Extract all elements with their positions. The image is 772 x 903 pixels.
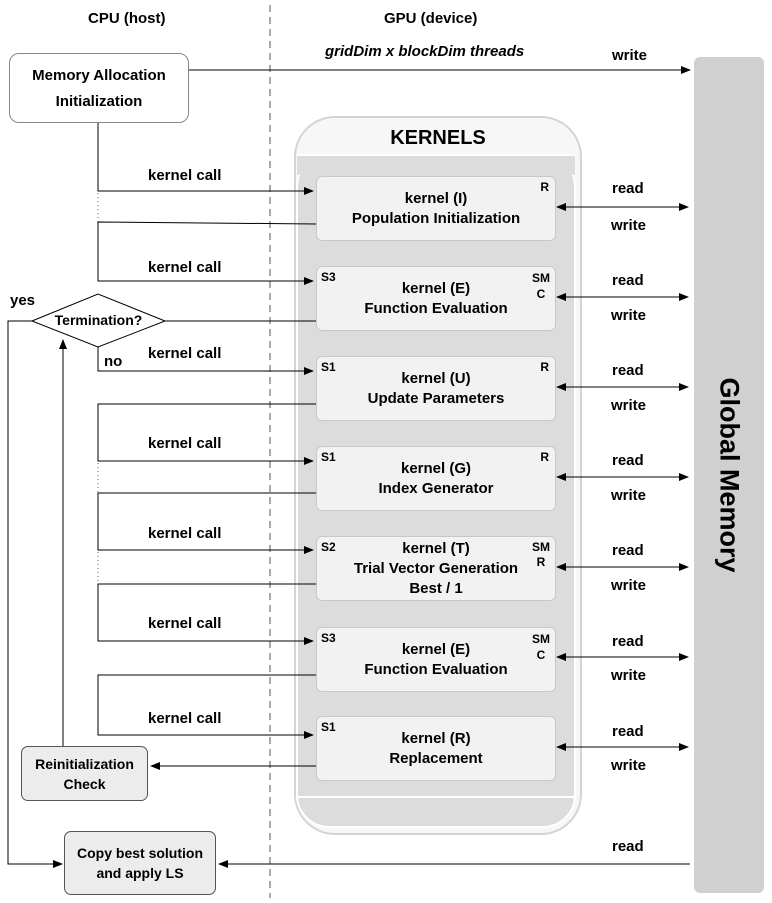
kernel-desc: Trial Vector Generation [353,559,519,577]
termination-label: Termination? [54,312,143,328]
gpu-device-header: GPU (device) [384,10,478,27]
kernel-call-label: kernel call [148,259,222,276]
kernel-right-tag: R [540,360,549,374]
kernel-name: kernel (E) [401,279,471,297]
call-line-5 [97,492,316,554]
reinitialization-label: Reinitialization [35,755,134,772]
kernel-name: kernel (E) [401,640,471,658]
kernel-desc: Update Parameters [367,389,505,407]
kernel-left-tag: S3 [321,270,336,284]
initialization-label: Initialization [55,92,143,110]
write-label: write [611,757,647,774]
write-label: write [611,667,647,684]
read-label: read [612,723,644,740]
write-label: write [611,487,647,504]
copy-best-label: Copy best solution [77,845,203,861]
yes-label: yes [10,292,36,309]
memory-allocation-box: Memory Allocation Initialization [9,53,189,123]
kernel-desc: Function Evaluation [364,299,508,317]
copy-best-solution-box: Copy best solution and apply LS [64,831,216,895]
kernel-call-label: kernel call [148,525,222,542]
kernel-box-update-parameters: kernel (U) Update Parameters S1 R [316,356,556,421]
write-label-alloc: write [612,47,648,64]
kernel-call-label: kernel call [148,710,222,727]
yes-path [7,320,63,868]
call-line-2 [97,221,317,285]
kernel-desc: Population Initialization [351,209,521,227]
kernel-left-tag: S2 [321,540,336,554]
kernel-name: kernel (I) [404,189,468,207]
global-memory-bar [694,57,764,893]
termination-diamond [30,293,167,348]
kernel-box-replacement: kernel (R) Replacement S1 [316,716,556,781]
kernel-name: kernel (R) [401,729,471,747]
read-label: read [612,362,644,379]
kernel-call-label: kernel call [148,435,222,452]
write-label: write [611,217,647,234]
kernel-call-label: kernel call [148,615,222,632]
read-label-copy: read [612,838,644,855]
kernel-left-tag: S1 [321,450,336,464]
kernels-title: KERNELS [390,127,486,149]
call-line-3 [97,345,314,375]
kernel-call-label: kernel call [148,167,222,184]
kernel-left-tag: S1 [321,720,336,734]
cpu-host-header: CPU (host) [88,10,166,27]
check-label: Check [63,775,106,792]
kernel-name: kernel (U) [401,369,471,387]
kernel-box-index-generator: kernel (G) Index Generator S1 R [316,446,556,511]
kernel-right-tag: R [540,180,549,194]
read-label: read [612,272,644,289]
kernel-right-tag: R [540,450,549,464]
call-line-6 [97,583,316,645]
write-label: write [611,397,647,414]
kernel-box-population-initialization: kernel (I) Population Initialization R [316,176,556,241]
kernel-desc: Function Evaluation [364,660,508,678]
kernel-desc: Replacement [389,749,483,767]
kernel-desc-2: Best / 1 [409,579,463,597]
kernel-call-label: kernel call [148,345,222,362]
kernel-name: kernel (T) [402,539,470,557]
kernel-box-trial-vector-generation: kernel (T) Trial Vector Generation Best … [316,536,556,601]
no-label: no [104,353,123,370]
memory-allocation-label: Memory Allocation [32,66,166,84]
read-label: read [612,180,644,197]
read-label: read [612,542,644,559]
call-line-7 [97,674,316,739]
threads-label: gridDim x blockDim threads [325,43,525,60]
kernel-left-tag: S3 [321,631,336,645]
read-label: read [612,633,644,650]
global-memory-label: Global Memory [714,377,745,573]
call-line-1 [97,123,314,195]
write-label: write [611,307,647,324]
kernel-left-tag: S1 [321,360,336,374]
call-line-4 [97,403,316,465]
reinitialization-check-box: Reinitialization Check [21,746,148,801]
write-label: write [611,577,647,594]
kernel-desc: Index Generator [378,479,494,497]
kernel-name: kernel (G) [400,459,472,477]
read-label: read [612,452,644,469]
apply-ls-label: and apply LS [96,865,184,881]
